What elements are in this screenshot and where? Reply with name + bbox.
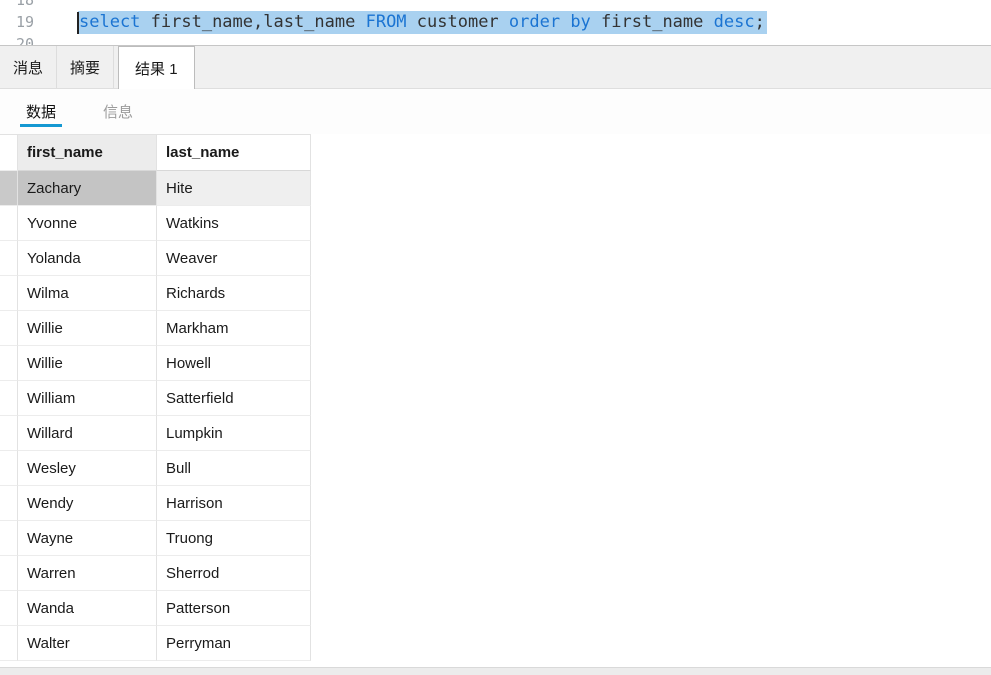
cell-last-name[interactable]: Truong <box>157 521 311 556</box>
cell-last-name[interactable]: Weaver <box>157 241 311 276</box>
table-row[interactable]: Warren Sherrod <box>0 556 311 591</box>
editor-line-19[interactable]: 19 select first_name,last_name FROM cust… <box>0 11 991 34</box>
subtab-data[interactable]: 数据 <box>20 89 63 134</box>
cell-first-name[interactable]: Willie <box>18 311 157 346</box>
row-indicator[interactable] <box>0 521 18 556</box>
cell-last-name[interactable]: Richards <box>157 276 311 311</box>
cell-first-name[interactable]: William <box>18 381 157 416</box>
cell-last-name[interactable]: Satterfield <box>157 381 311 416</box>
cell-first-name[interactable]: Wanda <box>18 591 157 626</box>
result-grid: first_name last_name Zachary Hite Yvonne… <box>0 134 311 661</box>
column-header-last-name[interactable]: last_name <box>157 135 311 171</box>
cell-last-name[interactable]: Patterson <box>157 591 311 626</box>
table-row[interactable]: Yolanda Weaver <box>0 241 311 276</box>
table-row[interactable]: Walter Perryman <box>0 626 311 661</box>
cell-last-name[interactable]: Markham <box>157 311 311 346</box>
cell-first-name[interactable]: Zachary <box>18 171 157 206</box>
sql-selection: select first_name,last_name FROM custome… <box>78 11 767 34</box>
row-indicator[interactable] <box>0 276 18 311</box>
cell-last-name[interactable]: Watkins <box>157 206 311 241</box>
cell-last-name[interactable]: Howell <box>157 346 311 381</box>
sql-token: first_name <box>601 12 714 32</box>
cell-first-name[interactable]: Willard <box>18 416 157 451</box>
table-row[interactable]: Yvonne Watkins <box>0 206 311 241</box>
sql-token: FROM <box>365 12 417 32</box>
cell-first-name[interactable]: Wayne <box>18 521 157 556</box>
subtab-info[interactable]: 信息 <box>103 104 134 121</box>
sql-token: ; <box>754 12 765 32</box>
row-indicator[interactable] <box>0 451 18 486</box>
column-header-first-name[interactable]: first_name <box>18 135 157 171</box>
row-indicator[interactable] <box>0 381 18 416</box>
row-indicator[interactable] <box>0 171 18 206</box>
table-row[interactable]: Wanda Patterson <box>0 591 311 626</box>
sql-editor[interactable]: 18 19 select first_name,last_name FROM c… <box>0 0 991 45</box>
editor-lines: 18 19 select first_name,last_name FROM c… <box>0 0 991 45</box>
sql-statement: select first_name,last_name FROM custome… <box>77 11 767 34</box>
horizontal-scrollbar[interactable] <box>0 667 991 675</box>
cell-last-name[interactable]: Bull <box>157 451 311 486</box>
tab-summary[interactable]: 摘要 <box>57 46 115 88</box>
table-row[interactable]: Zachary Hite <box>0 171 311 206</box>
line-number-19: 19 <box>15 13 34 31</box>
row-indicator[interactable] <box>0 241 18 276</box>
sql-token: order by <box>508 12 602 32</box>
table-row[interactable]: Wesley Bull <box>0 451 311 486</box>
tab-result-1[interactable]: 结果 1 <box>118 46 195 89</box>
row-indicator[interactable] <box>0 416 18 451</box>
grid-header-row: first_name last_name <box>0 135 311 171</box>
table-row[interactable]: Willie Markham <box>0 311 311 346</box>
result-tab-bar: 消息 摘要 结果 1 <box>0 45 991 89</box>
row-indicator[interactable] <box>0 486 18 521</box>
cell-first-name[interactable]: Warren <box>18 556 157 591</box>
editor-line-20[interactable]: 20 <box>0 33 991 45</box>
row-indicator-header[interactable] <box>0 135 18 171</box>
table-row[interactable]: Wayne Truong <box>0 521 311 556</box>
cell-last-name[interactable]: Lumpkin <box>157 416 311 451</box>
sql-token: select <box>79 12 151 32</box>
table-row[interactable]: Wendy Harrison <box>0 486 311 521</box>
cell-first-name[interactable]: Walter <box>18 626 157 661</box>
row-indicator[interactable] <box>0 346 18 381</box>
cell-first-name[interactable]: Wendy <box>18 486 157 521</box>
cell-first-name[interactable]: Yvonne <box>18 206 157 241</box>
tab-messages[interactable]: 消息 <box>0 46 58 88</box>
line-number-20: 20 <box>15 35 34 45</box>
cell-first-name[interactable]: Yolanda <box>18 241 157 276</box>
cell-last-name[interactable]: Perryman <box>157 626 311 661</box>
cell-last-name[interactable]: Hite <box>157 171 311 206</box>
row-indicator[interactable] <box>0 311 18 346</box>
result-subtab-bar: 数据 信息 <box>0 89 991 134</box>
row-indicator[interactable] <box>0 206 18 241</box>
row-indicator[interactable] <box>0 591 18 626</box>
cell-first-name[interactable]: Wilma <box>18 276 157 311</box>
sql-token: desc <box>713 12 755 32</box>
table-row[interactable]: William Satterfield <box>0 381 311 416</box>
table-row[interactable]: Wilma Richards <box>0 276 311 311</box>
line-number-18: 18 <box>15 0 34 9</box>
row-indicator[interactable] <box>0 626 18 661</box>
table-row[interactable]: Willard Lumpkin <box>0 416 311 451</box>
sql-token: first_name,last_name <box>150 12 366 32</box>
text-cursor <box>77 12 79 34</box>
cell-first-name[interactable]: Wesley <box>18 451 157 486</box>
table-row[interactable]: Willie Howell <box>0 346 311 381</box>
cell-first-name[interactable]: Willie <box>18 346 157 381</box>
editor-line-18[interactable]: 18 <box>0 0 991 11</box>
row-indicator[interactable] <box>0 556 18 591</box>
cell-last-name[interactable]: Sherrod <box>157 556 311 591</box>
cell-last-name[interactable]: Harrison <box>157 486 311 521</box>
sql-token: customer <box>416 12 509 32</box>
